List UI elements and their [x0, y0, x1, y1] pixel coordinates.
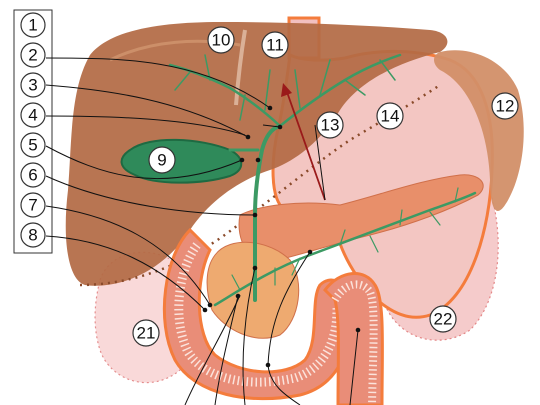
label-5: 5: [28, 136, 37, 155]
label-6: 6: [28, 166, 37, 185]
gallbladder: [120, 138, 243, 184]
pancreas-head: [206, 241, 300, 339]
label-3: 3: [28, 76, 37, 95]
label-1: 1: [28, 16, 37, 35]
label-9: 9: [157, 151, 166, 170]
label-8: 8: [28, 226, 37, 245]
label-13: 13: [321, 116, 340, 135]
label-21: 21: [137, 324, 156, 343]
label-12: 12: [496, 97, 515, 116]
leader-dots: [202, 105, 361, 368]
label-4: 4: [28, 106, 37, 125]
legend-numbers: 1 2 3 4 5 6 7 8: [20, 12, 46, 248]
leader-lines: [45, 57, 359, 405]
label-11: 11: [266, 36, 284, 55]
jejunum-folds: [331, 280, 378, 405]
falciform-ligament: [234, 29, 247, 106]
label-22: 22: [434, 310, 453, 329]
jejunum: [323, 272, 384, 405]
spleen: [434, 50, 524, 211]
label-7: 7: [28, 196, 37, 215]
label-2: 2: [28, 46, 37, 65]
direction-arrow-line: [286, 91, 326, 201]
bile-duct-tree: [168, 53, 477, 307]
label-10: 10: [212, 31, 231, 50]
liver: [65, 22, 448, 286]
direction-arrow-head: [281, 83, 292, 97]
duodenum-inner-folds: [174, 242, 342, 387]
organ-labels: 9 10 11 12 13 14 21 22: [132, 26, 519, 347]
label-14: 14: [381, 107, 400, 126]
